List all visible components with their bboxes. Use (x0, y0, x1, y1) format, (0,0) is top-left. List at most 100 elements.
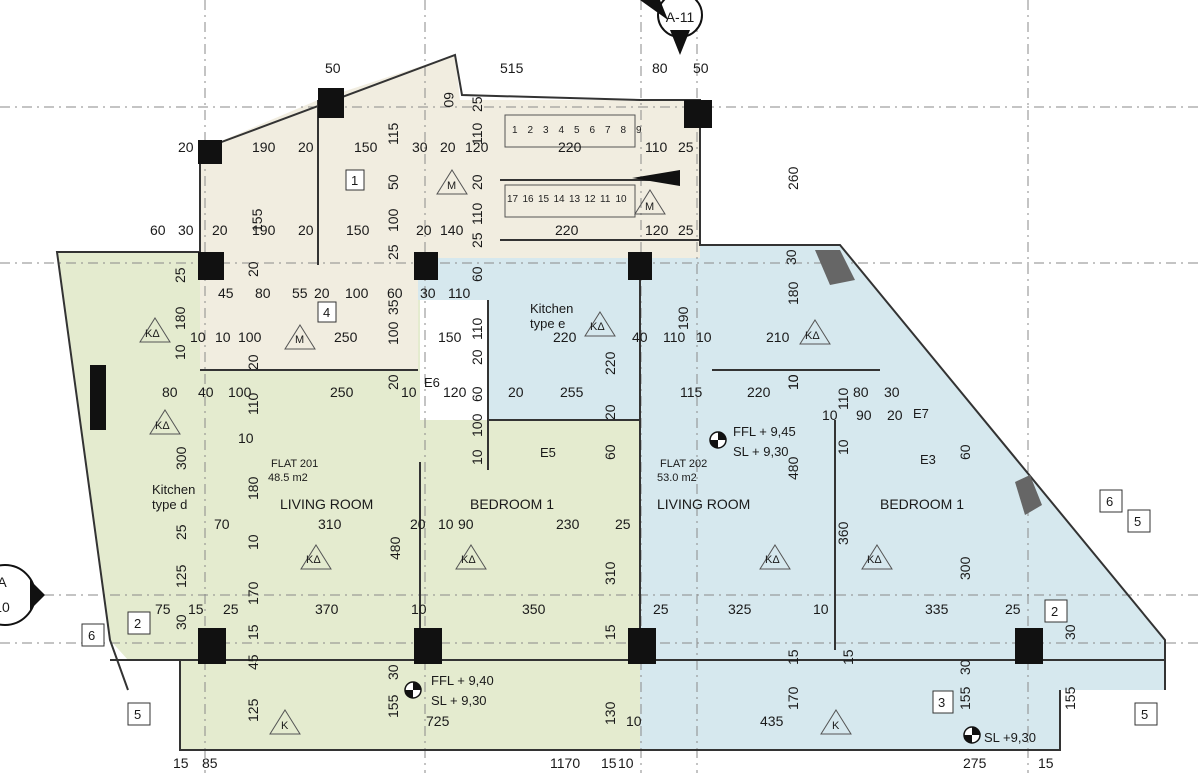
dim: 25 (469, 232, 485, 248)
dim: 110 (469, 122, 485, 145)
dim: 30 (178, 222, 194, 238)
dim: 45 (218, 285, 234, 301)
dim: 110 (448, 285, 471, 301)
corridor-fill (200, 258, 418, 370)
callouts: 1 4 2 2 3 5 5 5 6 6 (81, 169, 1158, 726)
dim: 60 (957, 444, 973, 460)
column-7 (90, 365, 106, 430)
dim: 170 (245, 581, 261, 605)
dim: 10 (245, 534, 261, 550)
dim-bottom-6: 275 (963, 755, 987, 771)
flat-202-living-room: LIVING ROOM (657, 496, 750, 512)
dim: 15 (188, 601, 204, 617)
stair-step-number: 8 (621, 125, 627, 136)
tag-kd-6: KΔ (805, 330, 820, 342)
callout-6-right: 6 (1106, 494, 1113, 509)
column-2 (684, 100, 712, 128)
dims-interior: 20 1 90 20 150 30 20 120 220 110 25 60 11… (150, 92, 1078, 729)
dim: 20 (385, 374, 401, 390)
stair-step-number: 5 (574, 125, 580, 136)
dim: 20 (212, 222, 228, 238)
dim: 100 (238, 329, 262, 345)
dim: 90 (856, 407, 872, 423)
dims-bottom: 15 85 1170 15 10 275 15 (173, 755, 1054, 771)
callout-6-left: 6 (88, 628, 95, 643)
tag-kd-1: KΔ (145, 328, 160, 340)
dim: 60 (469, 266, 485, 282)
dim: 100 (469, 413, 485, 437)
dim: 20 (416, 222, 432, 238)
dim: 725 (426, 713, 450, 729)
dim: 30 (957, 659, 973, 675)
dim: 155 (1062, 686, 1078, 710)
section-label-a10: 10 (0, 599, 10, 615)
dim: 10 (190, 329, 206, 345)
flat-201-level-ffl: FFL + 9,40 (431, 673, 494, 688)
dim: 110 (663, 329, 686, 345)
tag-kd-3: KΔ (306, 554, 321, 566)
dim: 120 (465, 139, 489, 155)
column-3 (198, 140, 222, 164)
dim: 80 (255, 285, 271, 301)
dim: 150 (346, 222, 370, 238)
dim: 90 (458, 516, 474, 532)
dim: 10 (822, 407, 838, 423)
dim: 10 (785, 374, 801, 390)
callout-5-left: 5 (134, 707, 141, 722)
stair-step-number: 15 (538, 194, 550, 205)
column-6 (628, 252, 652, 280)
flat-201-bedroom: BEDROOM 1 (470, 496, 554, 512)
dim: 10 (238, 430, 254, 446)
dim: 25 (615, 516, 631, 532)
dim-top-2: 515 (500, 60, 524, 76)
callout-5-bottom-right: 5 (1141, 707, 1148, 722)
dim: 110 (469, 202, 485, 225)
tag-m-2: M (645, 201, 654, 213)
dim: 25 (172, 267, 188, 283)
dim: 20 (602, 404, 618, 420)
dim: 10 (438, 516, 454, 532)
dim: 25 (678, 222, 694, 238)
dim-bottom-1: 15 (173, 755, 189, 771)
dim: 110 (245, 392, 261, 415)
dim: 180 (785, 281, 801, 305)
dim: 155 (249, 208, 265, 232)
dim: 30 (1062, 624, 1078, 640)
flat-202-kitchen-line2: type e (530, 316, 565, 331)
dim: 20 (508, 384, 524, 400)
column-5 (414, 252, 438, 280)
dim: 20 (469, 349, 485, 365)
dim: 100 (345, 285, 369, 301)
dim: 30 (412, 139, 428, 155)
dim: 10 (835, 439, 851, 455)
callout-3: 3 (938, 695, 945, 710)
dim: 350 (522, 601, 546, 617)
dim: 10 (215, 329, 231, 345)
dim: 480 (785, 456, 801, 480)
stair-step-number: 12 (585, 194, 597, 205)
column-4 (198, 252, 224, 280)
dim: 480 (387, 536, 403, 560)
tag-kd-4: KΔ (461, 554, 476, 566)
room-tags: KΔ KΔ KΔ KΔ KΔ KΔ KΔ KΔ M M M K K E3 E5 … (139, 169, 936, 735)
stair-step-number: 9 (636, 125, 642, 136)
stair-step-number: 1 (512, 125, 518, 136)
dim: 110 (835, 387, 851, 410)
dim: 10 (813, 601, 829, 617)
dim: 25 (469, 96, 485, 112)
zone-fills (57, 55, 1165, 750)
stair-step-number: 16 (523, 194, 535, 205)
column-9 (414, 628, 442, 664)
callout-4: 4 (323, 305, 330, 320)
dim: 220 (553, 329, 577, 345)
flat-202-bedroom: BEDROOM 1 (880, 496, 964, 512)
stair-step-number: 13 (569, 194, 581, 205)
dim: 120 (443, 384, 467, 400)
dim: 220 (558, 139, 582, 155)
dim: 60 (441, 92, 457, 108)
dim: 60 (387, 285, 403, 301)
dim: 50 (385, 174, 401, 190)
dim-bottom-3: 1170 (550, 755, 580, 771)
dim: 15 (785, 649, 801, 665)
